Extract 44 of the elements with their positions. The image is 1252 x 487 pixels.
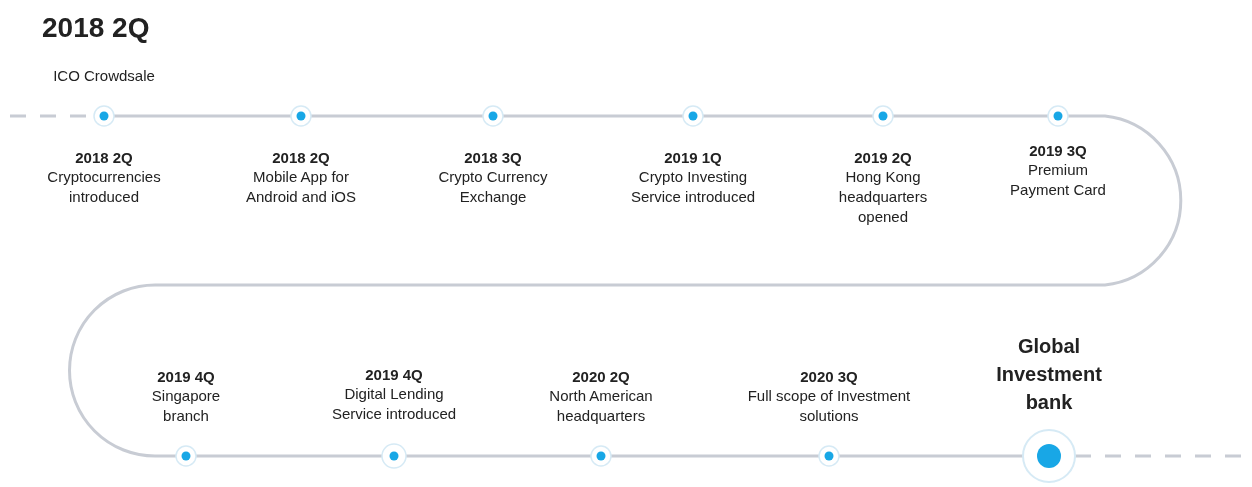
- milestone-date: 2018 2Q: [75, 148, 133, 167]
- milestone-dot: [175, 445, 197, 467]
- milestone-date: 2018 2Q: [272, 148, 330, 167]
- milestone-date: 2018 3Q: [464, 148, 522, 167]
- timeline-line: [893, 114, 1048, 118]
- milestone-label: Singapore branch: [150, 386, 222, 426]
- milestone-dot: [1022, 429, 1076, 483]
- milestone-label: Crypto Currency Exchange: [437, 167, 549, 207]
- timeline-line: [703, 114, 873, 118]
- milestone-dot: [1047, 105, 1069, 127]
- milestone-label: Crypto Investing Service introduced: [629, 167, 757, 207]
- timeline-line: [311, 114, 483, 118]
- milestone-label: Mobile App for Android and iOS: [244, 167, 358, 207]
- timeline-line: [114, 114, 291, 118]
- milestone-dot: [482, 105, 504, 127]
- milestone-date: 2020 3Q: [800, 367, 858, 386]
- milestone-label: Cryptocurrencies introduced: [46, 167, 162, 207]
- timeline-line: [68, 114, 1183, 458]
- timeline-line: [839, 454, 1023, 458]
- timeline-line: [196, 454, 382, 458]
- milestone-dot: [290, 105, 312, 127]
- milestone-dot: [590, 445, 612, 467]
- timeline-line: [503, 114, 683, 118]
- milestone-dot: [682, 105, 704, 127]
- timeline-line: [611, 454, 819, 458]
- timeline-line: [406, 454, 591, 458]
- milestone-label: Premium Payment Card: [1009, 160, 1107, 200]
- milestone-dot: [818, 445, 840, 467]
- milestone-dot: [381, 443, 407, 469]
- milestone-date: 2019 4Q: [365, 365, 423, 384]
- milestone-label: Hong Kong headquarters opened: [837, 167, 929, 227]
- milestone-dot: [93, 105, 115, 127]
- milestone-date: 2020 2Q: [572, 367, 630, 386]
- milestone-date: 2019 3Q: [1029, 141, 1087, 160]
- goal-label: Global Investment bank: [995, 334, 1103, 415]
- milestone-date: 2019 2Q: [854, 148, 912, 167]
- milestone-label: North American headquarters: [548, 386, 654, 426]
- milestone-date: 2019 4Q: [157, 367, 215, 386]
- milestone-label: Digital Lending Service introduced: [330, 384, 458, 424]
- milestone-label: Full scope of Investment solutions: [746, 386, 912, 426]
- milestone-label: ICO Crowdsale: [53, 66, 155, 86]
- milestone-dot: [872, 105, 894, 127]
- milestone-date: 2019 1Q: [664, 148, 722, 167]
- title: 2018 2Q: [42, 12, 150, 44]
